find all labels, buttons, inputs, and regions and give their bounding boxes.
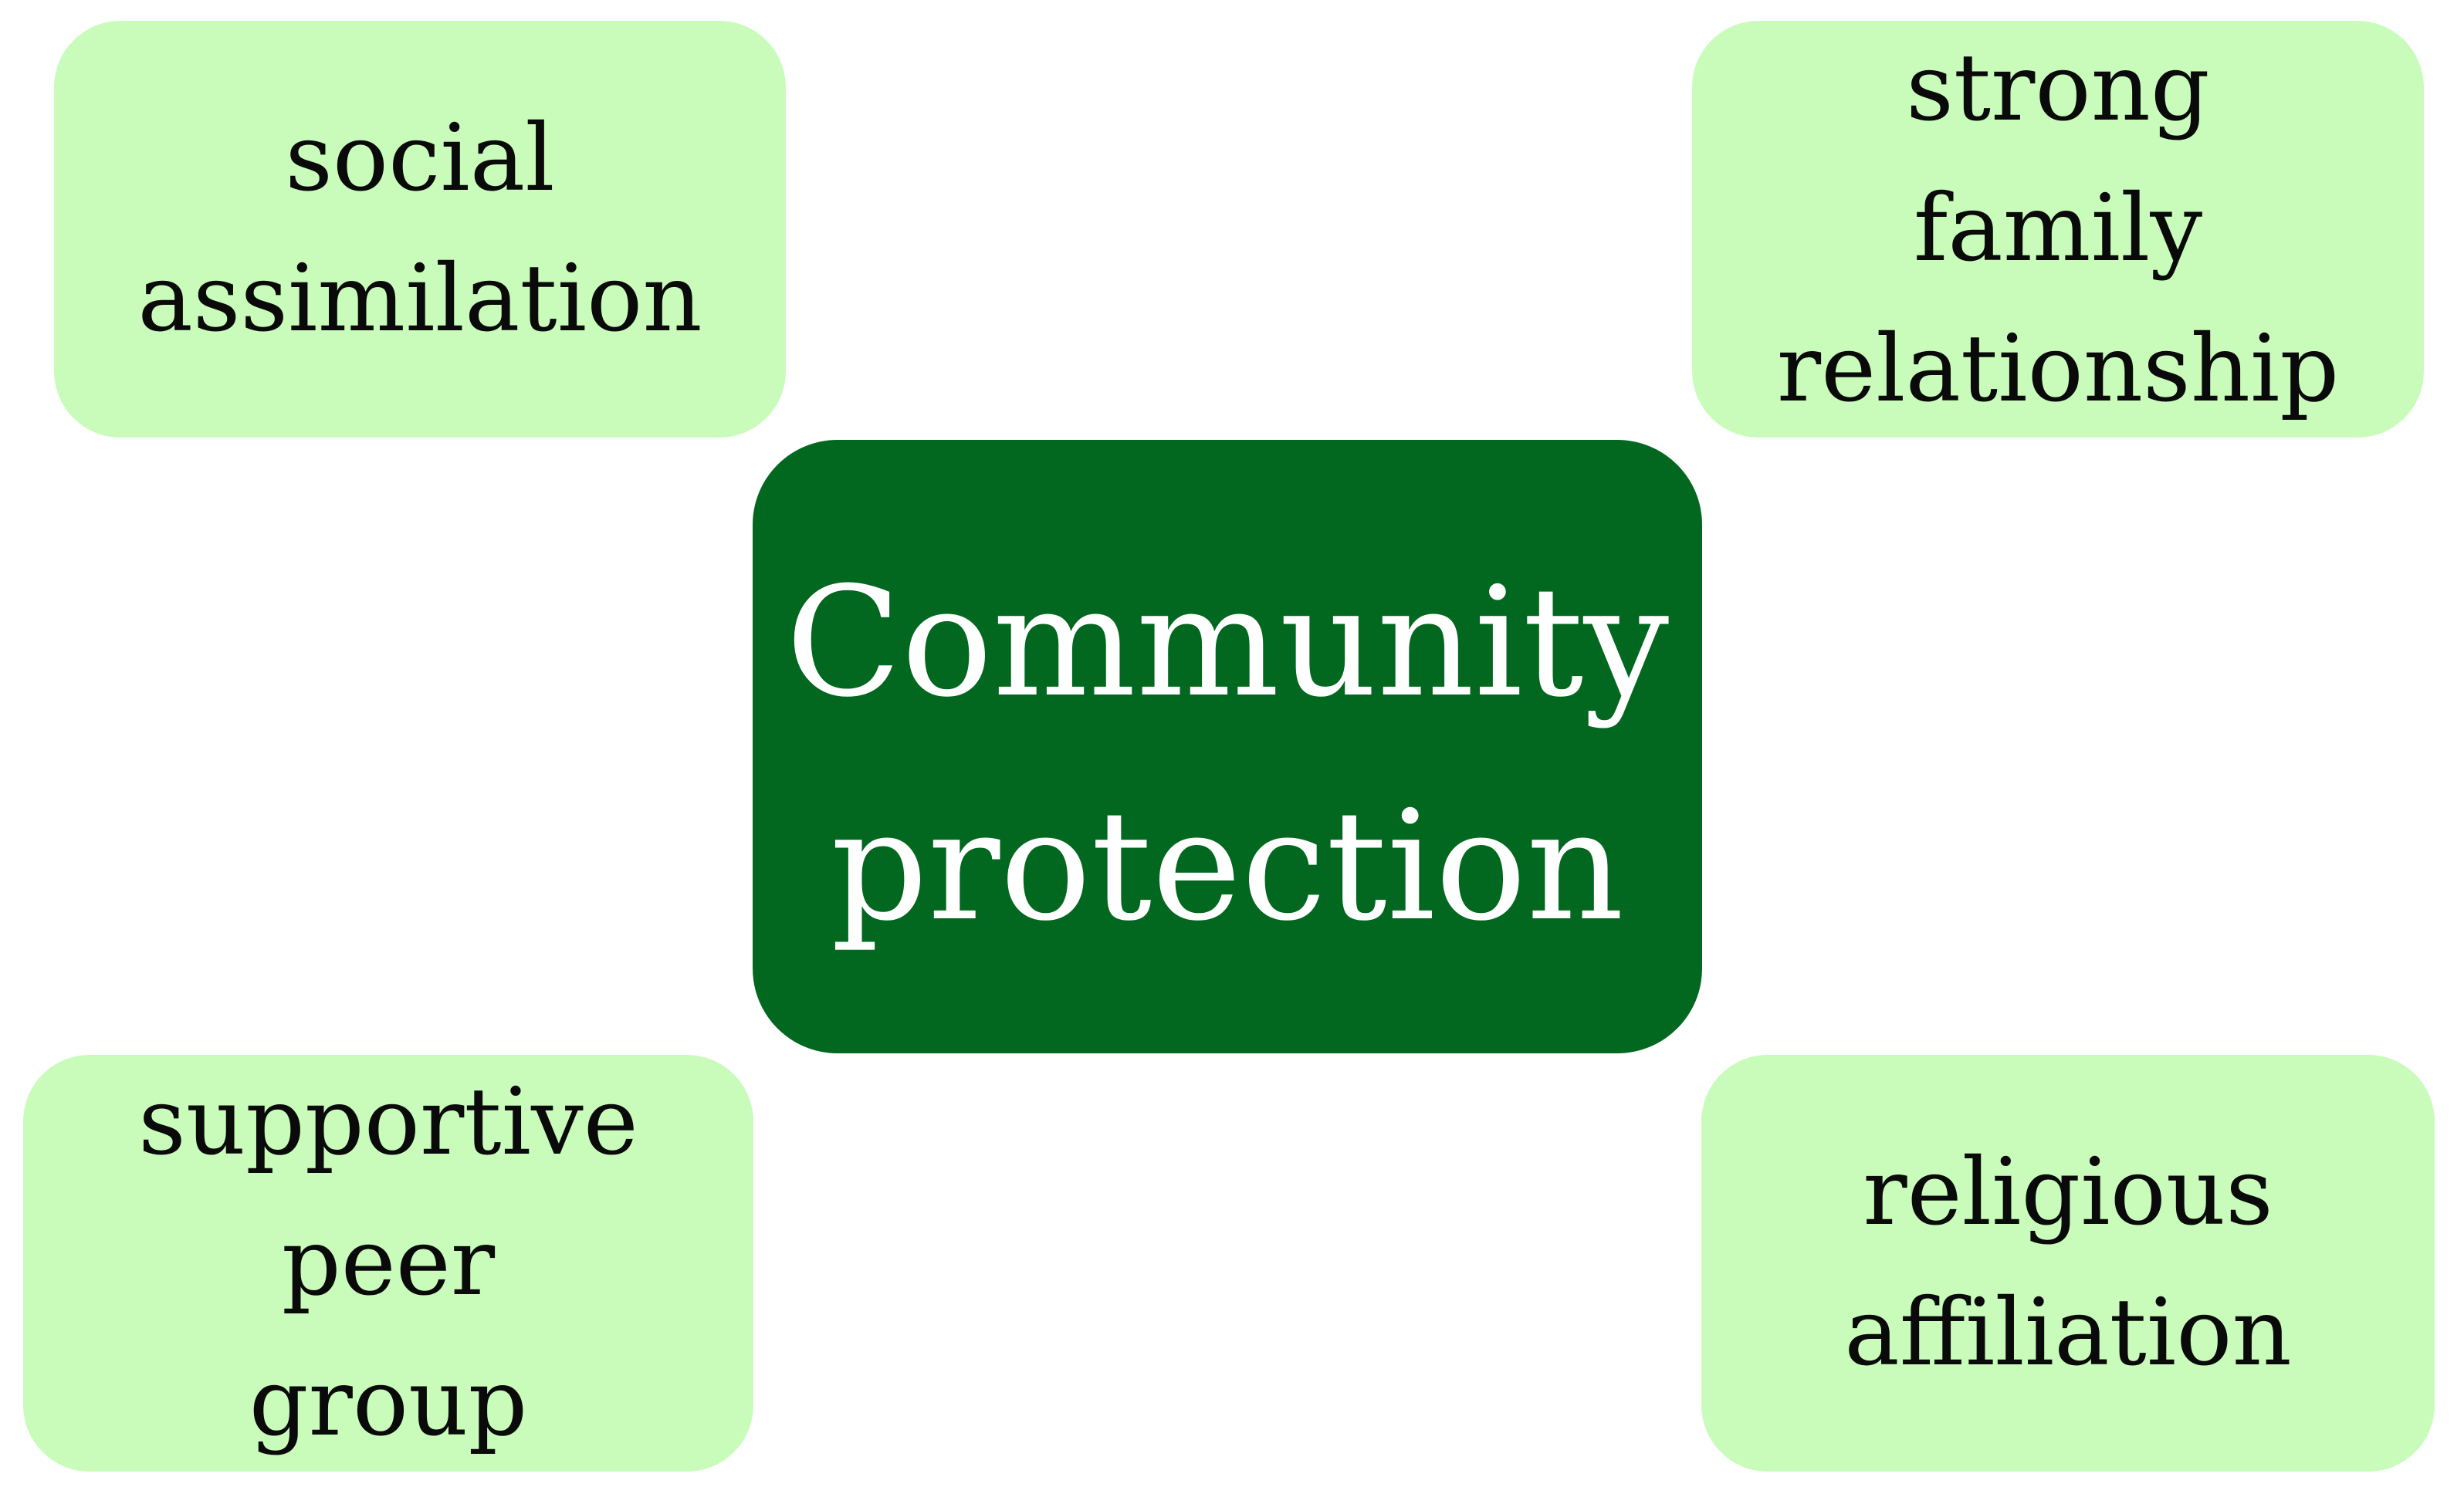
node-label-line: group	[249, 1350, 528, 1457]
center-label-line: protection	[831, 778, 1624, 955]
node-label-line: assimilation	[137, 245, 702, 353]
religious-affiliation-box: religious affiliation	[1701, 1055, 2435, 1472]
node-label-line: affiliation	[1844, 1279, 2292, 1387]
node-label-line: social	[285, 105, 555, 212]
strong-family-relationship-box: strong family relationship	[1692, 21, 2424, 438]
node-label-line: religious	[1863, 1139, 2273, 1246]
node-label-line: supportive	[138, 1069, 638, 1176]
social-assimilation-box: social assimilation	[54, 21, 786, 438]
center-label-line: Community	[785, 554, 1670, 731]
node-label-line: strong	[1906, 35, 2210, 142]
supportive-peer-group-box: supportive peer group	[23, 1055, 753, 1472]
node-label-line: relationship	[1776, 316, 2340, 423]
node-label-line: peer	[281, 1209, 496, 1316]
community-protection-box: Community protection	[753, 440, 1702, 1053]
node-label-line: family	[1913, 175, 2203, 282]
